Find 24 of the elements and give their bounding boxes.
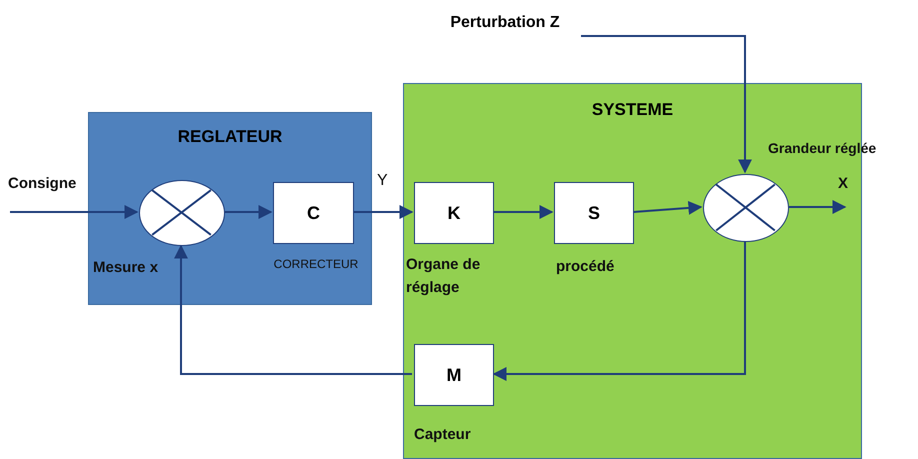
measurement-label: Mesure x [93, 258, 160, 278]
block-caption: CORRECTEUR [272, 257, 360, 271]
block: C [273, 182, 354, 244]
arrow [494, 205, 554, 219]
disturbance-label: Perturbation Z [430, 10, 580, 62]
block: K [414, 182, 494, 244]
block-caption: Capteur [414, 426, 472, 443]
block: M [414, 344, 494, 406]
block-caption: Organe de réglage [406, 255, 482, 298]
panel-title: SYSTEME [590, 100, 674, 120]
arrow [634, 200, 702, 215]
block-caption: procédé [556, 258, 616, 275]
arrow [10, 205, 138, 219]
controller-panel [88, 112, 372, 305]
arrow [581, 35, 752, 174]
output-symbol: X [838, 175, 848, 192]
arrow [789, 200, 846, 214]
arrow [225, 205, 272, 219]
input-label: Consigne [8, 175, 76, 192]
arrow [354, 205, 414, 219]
arrow [492, 242, 746, 381]
panel-title: REGLATEUR [176, 127, 284, 147]
block: S [554, 182, 634, 244]
arrow [174, 244, 412, 375]
